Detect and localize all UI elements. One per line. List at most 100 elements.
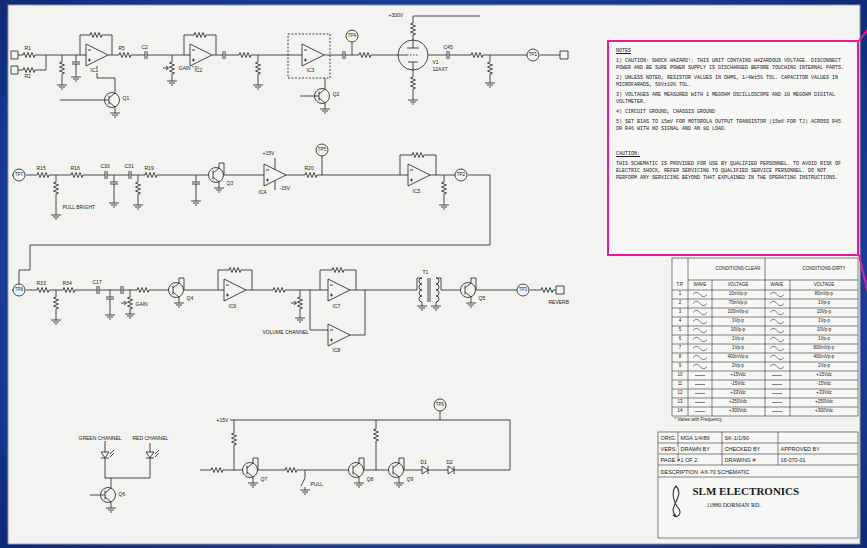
ground-symbol <box>171 85 173 86</box>
test-point <box>13 284 25 296</box>
component-label: -15V <box>279 186 291 191</box>
table-rule <box>712 280 713 416</box>
wire <box>294 175 302 176</box>
ground-symbol <box>443 209 445 210</box>
table-cell: +33Vdc <box>730 391 746 396</box>
wire <box>438 175 446 176</box>
dc-symbol <box>695 384 705 385</box>
wire <box>305 470 306 478</box>
wire <box>78 290 86 291</box>
component-label: Q7 <box>260 477 268 482</box>
resistor-symbol <box>60 288 78 293</box>
wire <box>325 78 326 84</box>
ground-symbol <box>394 483 404 484</box>
wire <box>123 290 126 291</box>
wire <box>444 55 447 56</box>
table-cell: 7 <box>678 346 682 351</box>
wire <box>111 458 150 478</box>
test-point-label: TP8 <box>14 288 23 293</box>
ground-symbol <box>214 188 224 189</box>
table-cell: 2Vp-p <box>817 364 830 369</box>
wire <box>308 470 316 471</box>
opamp-symbol <box>330 285 333 286</box>
wire <box>438 470 446 471</box>
waveform-symbol <box>693 292 707 296</box>
capacitor-symbol <box>223 51 224 59</box>
wire <box>492 290 500 291</box>
opamp-symbol <box>330 295 333 296</box>
title-block-text: DRAWN BY <box>680 447 710 453</box>
title-rule <box>658 443 858 444</box>
resistor-symbol <box>116 53 134 58</box>
wire <box>374 55 382 56</box>
test-point <box>346 30 358 42</box>
wire <box>300 312 301 318</box>
wire <box>310 290 328 330</box>
wire <box>320 175 328 176</box>
wire <box>413 70 414 74</box>
opamp-symbol <box>304 50 307 51</box>
component-label: IC6 <box>228 304 237 309</box>
ground-symbol <box>248 483 258 484</box>
table-cell: +250Vdc <box>815 400 834 405</box>
wire <box>490 55 491 59</box>
dc-symbol <box>772 402 782 403</box>
wire <box>60 100 109 101</box>
wire <box>305 487 306 490</box>
title-block-text: DRAWING # <box>724 458 756 464</box>
dc-symbol <box>695 411 705 412</box>
potentiometer-wiper <box>166 66 169 70</box>
wire <box>97 66 115 88</box>
wire <box>275 181 276 191</box>
table-cell: 11 <box>677 382 683 387</box>
transformer-coil <box>419 278 422 302</box>
resistor-symbol <box>236 53 254 58</box>
wire <box>19 175 490 284</box>
ground-symbol <box>113 207 115 208</box>
table-cell: +33Vdc <box>816 391 832 396</box>
resistor-symbol <box>68 173 86 178</box>
ground-symbol <box>53 217 59 218</box>
table-cell: 70mVp-p <box>728 301 747 306</box>
wire <box>56 197 57 215</box>
resistor-symbol <box>488 59 493 77</box>
transistor-symbol <box>105 488 111 493</box>
wire <box>150 443 151 452</box>
wire <box>456 470 464 471</box>
ground-symbol <box>108 510 114 511</box>
wire <box>200 175 208 176</box>
wire <box>286 175 294 176</box>
wire <box>253 458 254 463</box>
ground-symbol <box>421 310 423 311</box>
waveform-symbol <box>770 319 784 323</box>
resistor-symbol <box>302 173 320 178</box>
opamp-symbol <box>302 44 324 66</box>
wire <box>382 290 390 291</box>
table-cell: 12 <box>677 391 683 396</box>
wire <box>172 55 173 59</box>
drawing-sheet <box>8 5 860 544</box>
title-block-text: CHECKED BY <box>724 447 761 453</box>
test-point <box>527 49 539 61</box>
title-rule <box>722 432 723 465</box>
wire <box>413 62 414 70</box>
wire <box>56 312 57 320</box>
capacitor-symbol <box>129 171 130 179</box>
test-point-label: TP4 <box>347 34 356 39</box>
wire <box>452 55 460 56</box>
opamp-symbol <box>304 60 307 61</box>
component-label: IC8 <box>332 348 341 353</box>
wire <box>158 55 166 56</box>
wire <box>70 55 78 56</box>
potentiometer-wiper <box>124 301 127 305</box>
ground-symbol <box>398 487 400 488</box>
wire <box>480 470 488 471</box>
ground-symbol <box>111 205 117 206</box>
wire <box>110 290 118 291</box>
table-cell: 400mVp-p <box>727 355 749 360</box>
wire <box>246 290 254 291</box>
component-label: Q5 <box>478 296 486 301</box>
ground-symbol <box>297 320 303 321</box>
opamp-symbol <box>190 44 212 66</box>
wire <box>262 290 270 291</box>
